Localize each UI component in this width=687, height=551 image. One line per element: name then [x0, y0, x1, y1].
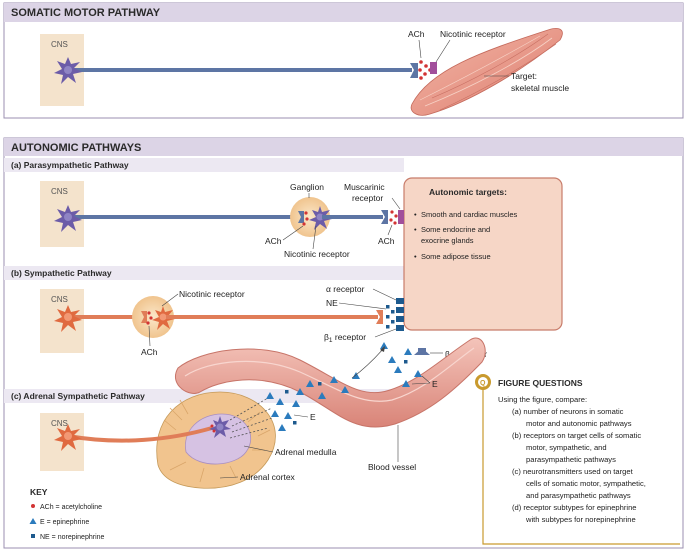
figure-questions-title: FIGURE QUESTIONS	[498, 378, 583, 388]
svg-text:•: •	[414, 252, 417, 261]
neuron-icon	[54, 305, 82, 332]
key-title: KEY	[30, 487, 48, 497]
targets-item-1: Smooth and cardiac muscles	[421, 210, 518, 219]
figure-questions-intro: Using the figure, compare:	[498, 395, 587, 404]
somatic-header: SOMATIC MOTOR PATHWAY	[11, 7, 161, 19]
ne-molecules	[386, 305, 395, 329]
figure-question-line: with subtypes for norepinephrine	[525, 515, 636, 524]
figure-question-line: motor and autonomic pathways	[526, 419, 632, 428]
figure-questions-list: (a) number of neurons in somatic motor an…	[512, 407, 646, 524]
key-e: E = epinephrine	[40, 519, 89, 526]
autonomic-header: AUTONOMIC PATHWAYS	[11, 142, 141, 154]
somatic-panel: SOMATIC MOTOR PATHWAY CNS ACh Nicotin	[3, 2, 684, 119]
figure-question-line: (d) receptor subtypes for epinephrine	[512, 503, 637, 512]
somatic-cns-label: CNS	[51, 40, 68, 49]
muscarinic-receptor-label: receptor	[352, 193, 383, 203]
receptor-icon	[396, 298, 404, 331]
somatic-target-label: Target:	[511, 71, 537, 81]
ne-label: NE	[326, 298, 338, 308]
svg-text:•: •	[414, 210, 417, 219]
targets-item-3: Some adipose tissue	[421, 252, 491, 261]
figure-question-line: motor, sympathetic, and	[526, 443, 607, 452]
key-legend: KEY ACh = acetylcholine E = epinephrine …	[29, 487, 105, 541]
receptor-icon	[398, 210, 404, 224]
neuron-icon	[54, 424, 82, 451]
blood-vessel-label: Blood vessel	[368, 462, 416, 472]
para-cns-label: CNS	[51, 187, 68, 196]
adrenal-cortex-label: Adrenal cortex	[240, 472, 296, 482]
hormone-release-arrows	[229, 397, 273, 439]
muscarinic-label: Muscarinic	[344, 182, 385, 192]
figure-question-line: (c) neurotransmitters used on target	[512, 467, 634, 476]
neuron-icon	[54, 205, 82, 232]
somatic-ach-label: ACh	[408, 29, 425, 39]
muscle-icon	[410, 28, 563, 116]
para-nicotinic-label: Nicotinic receptor	[284, 249, 350, 259]
svg-text:Q: Q	[480, 380, 486, 387]
svg-text:•: •	[414, 225, 417, 234]
neuron-icon	[152, 306, 175, 330]
somatic-axon-terminal	[410, 63, 418, 78]
figure-question-line: and parasympathetic pathways	[526, 491, 631, 500]
targets-item-2b: exocrine glands	[421, 236, 474, 245]
figure-question-line: parasympathetic pathways	[526, 455, 616, 464]
targets-title: Autonomic targets:	[429, 187, 507, 197]
alpha-receptor-label: α receptor	[326, 284, 365, 294]
figure-questions: Q FIGURE QUESTIONS Using the figure, com…	[475, 374, 680, 545]
adrenal-cns-label: CNS	[51, 419, 68, 428]
beta1-receptor-label: β1 receptor	[324, 332, 366, 344]
adrenal-pathway: CNS	[40, 342, 438, 489]
autonomic-targets-box: Autonomic targets: • Smooth and cardiac …	[403, 177, 563, 331]
symp-nicotinic-label: Nicotinic receptor	[179, 289, 245, 299]
epinephrine-molecules	[266, 342, 422, 431]
ne-molecules	[285, 360, 408, 425]
adrenal-gland-icon	[156, 391, 276, 489]
adrenal-medulla-label: Adrenal medulla	[275, 447, 337, 457]
figure-question-line: cells of somatic motor, sympathetic,	[526, 479, 646, 488]
para-ach-right-label: ACh	[378, 236, 395, 246]
neuron-icon	[309, 206, 332, 230]
symp-ach-label: ACh	[141, 347, 158, 357]
key-ne: NE = norepinephrine	[40, 534, 105, 541]
targets-item-2a: Some endocrine and	[421, 225, 490, 234]
para-ach-left-label: ACh	[265, 236, 282, 246]
key-ach: ACh = acetylcholine	[40, 504, 102, 511]
adrenal-title: (c) Adrenal Sympathetic Pathway	[11, 391, 145, 401]
parasympathetic-pathway: CNS Ganglion Muscarinic receptor ACh ACh…	[40, 181, 404, 259]
receptor-icon	[430, 62, 437, 74]
symp-title: (b) Sympathetic Pathway	[11, 268, 112, 278]
somatic-target-muscle-label: skeletal muscle	[511, 83, 569, 93]
figure-question-line: (b) receptors on target cells of somatic	[512, 431, 641, 440]
somatic-nicotinic-label: Nicotinic receptor	[440, 29, 506, 39]
ganglion-icon	[132, 296, 174, 338]
symp-cns-label: CNS	[51, 295, 68, 304]
figure-question-line: (a) number of neurons in somatic	[512, 407, 624, 416]
neuron-icon	[209, 416, 231, 438]
neuron-icon	[54, 57, 82, 84]
para-title: (a) Parasympathetic Pathway	[11, 160, 129, 170]
sympathetic-pathway: CNS Nicotinic receptor	[40, 284, 487, 361]
adrenal-e-vessel-label: E	[310, 412, 316, 422]
adrenal-e-label: E	[432, 379, 438, 389]
ganglion-label: Ganglion	[290, 182, 324, 192]
